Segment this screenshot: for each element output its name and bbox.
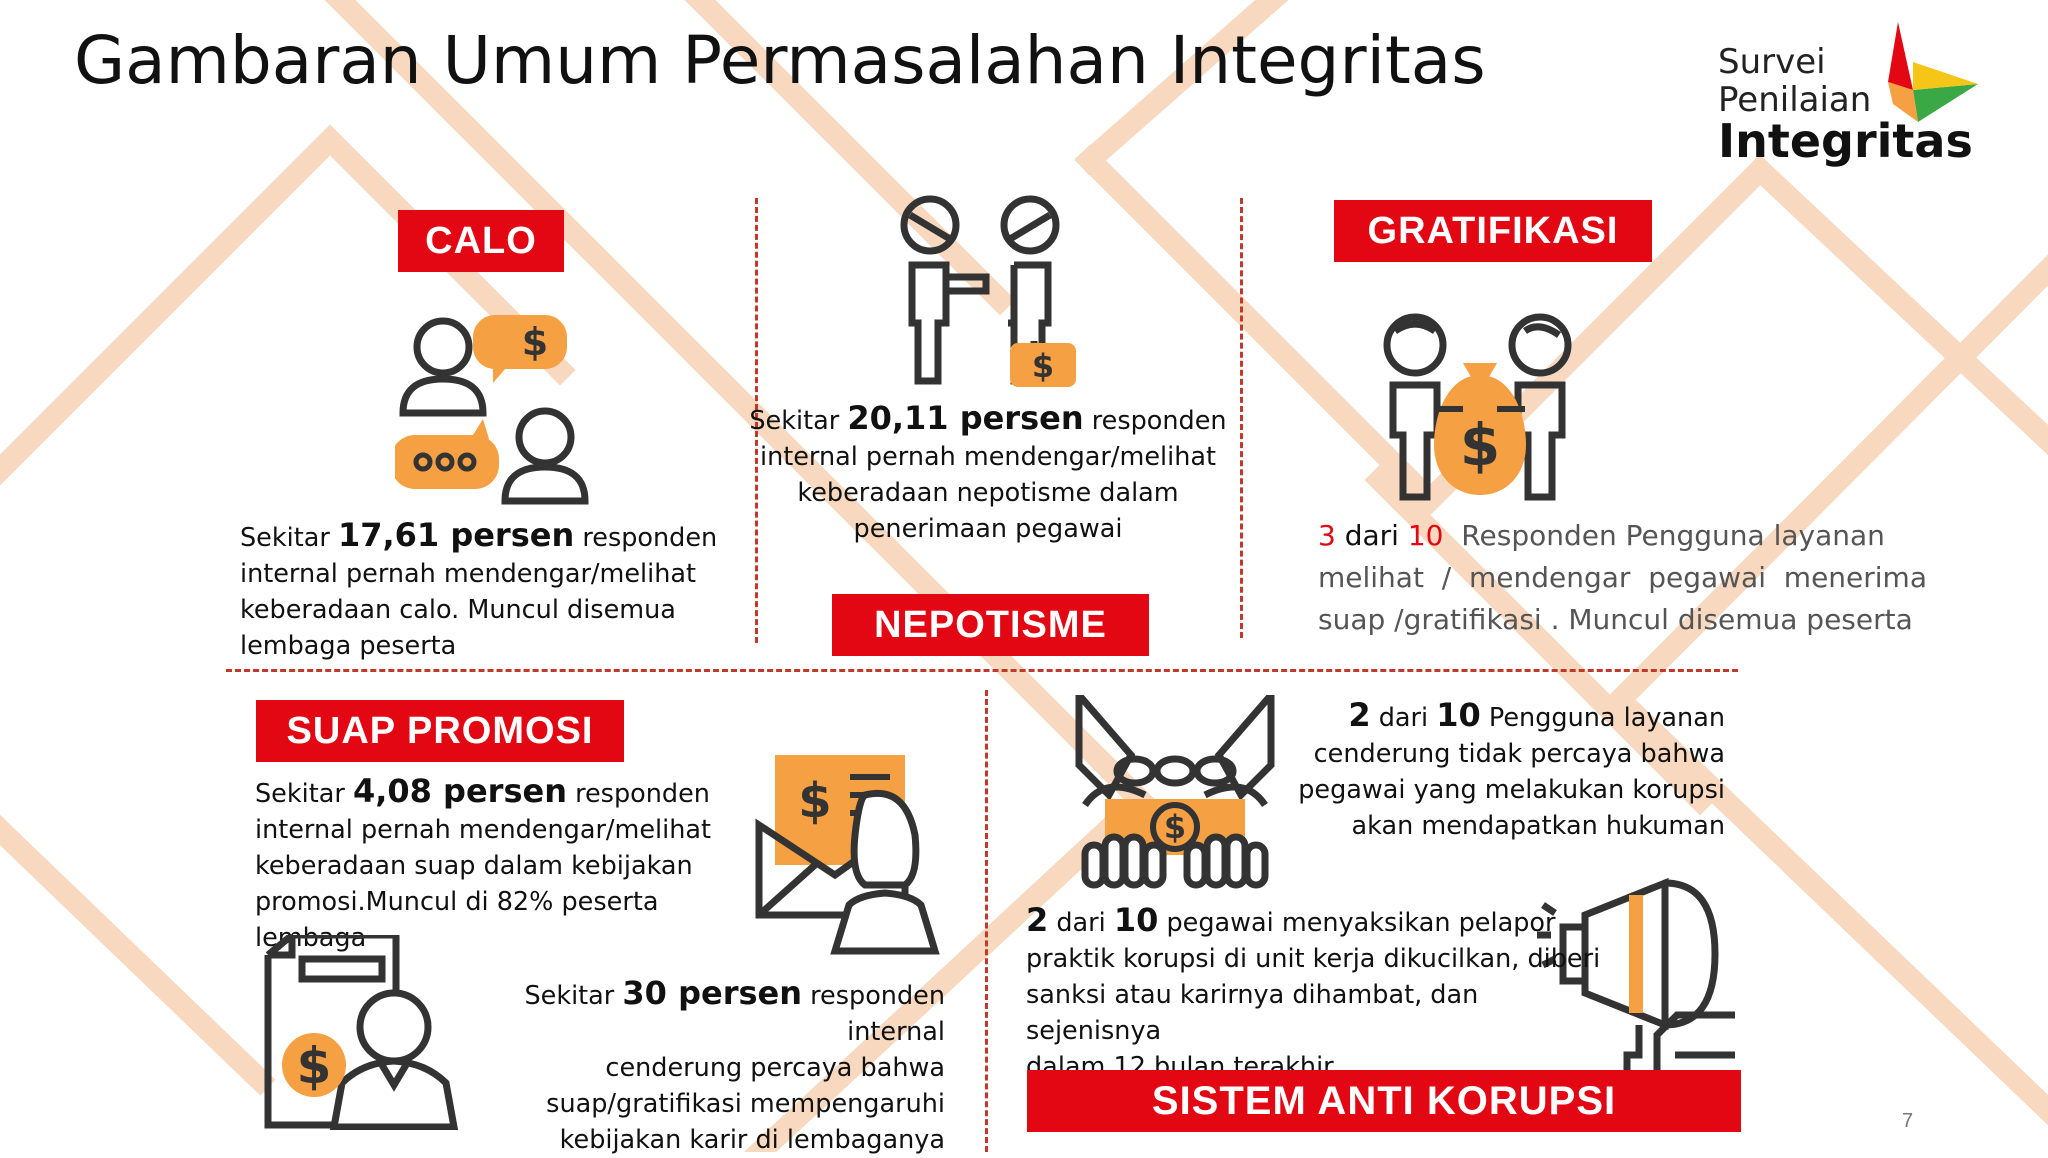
calo-pre: Sekitar <box>240 523 338 553</box>
page-title: Gambaran Umum Permasalahan Integritas <box>74 22 1486 99</box>
hukuman-num2: 10 <box>1436 696 1481 734</box>
suap-karir-line-2: cenderung percaya bahwa <box>605 1053 945 1083</box>
suap-promosi-line-1: Sekitar 4,08 persen responden <box>255 773 775 812</box>
calo-text: Sekitar 17,61 persen responden internal … <box>240 517 720 664</box>
calo-post: responden <box>574 523 718 553</box>
svg-text:$: $ <box>1164 808 1186 846</box>
logo-text-3: Integritas <box>1718 114 1973 168</box>
gratifikasi-num1: 3 <box>1318 519 1336 552</box>
survey-logo: Survei Penilaian Integritas <box>1718 22 1998 172</box>
svg-text:$: $ <box>297 1037 332 1095</box>
nepotisme-value: 20,11 persen <box>847 399 1084 437</box>
hukuman-rest: Pengguna layanan <box>1480 703 1725 733</box>
pelapor-rest: pegawai menyaksikan pelapor <box>1158 908 1556 938</box>
hukuman-line-2: cenderung tidak percaya bahwa <box>1313 739 1725 769</box>
hukuman-num1: 2 <box>1348 696 1371 734</box>
page-number: 7 <box>1902 1110 1914 1132</box>
svg-text:$: $ <box>1032 347 1054 385</box>
suap-promosi-label: SUAP PROMOSI <box>256 700 624 762</box>
calo-line-3: keberadaan calo. Muncul disemua <box>240 595 676 625</box>
calo-line-2: internal pernah mendengar/melihat <box>240 559 697 589</box>
suap-karir-post: responden internal <box>802 981 945 1047</box>
hukuman-text: 2 dari 10 Pengguna layanan cenderung tid… <box>1280 697 1725 844</box>
nepotisme-line-4: penerimaan pegawai <box>853 514 1123 544</box>
calo-line-4: lembaga peserta <box>240 631 457 661</box>
gratifikasi-line-2: melihat / mendengar pegawai menerima <box>1318 561 1927 594</box>
sistem-anti-korupsi-label: SISTEM ANTI KORUPSI <box>1027 1070 1741 1132</box>
pelapor-num2: 10 <box>1113 901 1159 939</box>
hukuman-mid: dari <box>1370 703 1437 733</box>
money-bag-exchange-icon: $ <box>1383 313 1572 501</box>
svg-text:$: $ <box>798 773 831 829</box>
gratifikasi-line-1: 3 dari 10 Responden Pengguna layanan <box>1318 515 1916 557</box>
hukuman-line-3: pegawai yang melakukan korupsi <box>1298 775 1725 805</box>
handshake-money-icon: $ <box>900 195 1076 387</box>
separator-vertical-3 <box>985 690 988 1152</box>
pelapor-num1: 2 <box>1026 901 1049 939</box>
megaphone-icon <box>1537 877 1735 1075</box>
gratifikasi-text: 3 dari 10 Responden Pengguna layanan mel… <box>1318 515 1927 641</box>
gratifikasi-line-3: suap /gratifikasi . Muncul disemua peser… <box>1318 603 1913 636</box>
gratifikasi-mid: dari <box>1335 519 1408 552</box>
hukuman-line-4: akan mendapatkan hukuman <box>1351 811 1725 841</box>
suap-promosi-pre: Sekitar <box>255 779 353 809</box>
calo-label: CALO <box>398 210 564 272</box>
suap-promosi-line-3: keberadaan suap dalam kebijakan <box>255 851 693 881</box>
suap-promosi-line-2: internal pernah mendengar/melihat <box>255 815 712 845</box>
pelapor-mid: dari <box>1048 908 1114 938</box>
suap-karir-value: 30 persen <box>622 974 802 1012</box>
nepotisme-line-2: internal pernah mendengar/melihat <box>759 442 1216 472</box>
logo-mark-icon <box>1888 22 1978 122</box>
gratifikasi-num2: 10 <box>1407 519 1444 552</box>
envelope-woman-icon: $ <box>755 755 940 955</box>
suap-promosi-value: 4,08 persen <box>352 772 567 810</box>
logo-text-1: Survei <box>1718 42 1826 82</box>
nepotisme-line-3: keberadaan nepotisme dalam <box>797 478 1179 508</box>
separator-vertical-1 <box>755 198 758 643</box>
chat-people-icon: $ <box>395 315 589 505</box>
suap-karir-line-3: suap/gratifikasi mempengaruhi <box>546 1089 945 1119</box>
suap-promosi-post: responden <box>566 779 710 809</box>
nepotisme-text: Sekitar 20,11 persen responden internal … <box>746 400 1230 547</box>
hukuman-line-1: 2 dari 10 Pengguna layanan <box>1280 697 1725 736</box>
suap-promosi-text: Sekitar 4,08 persen responden internal p… <box>255 773 775 956</box>
pelapor-line-2: praktik korupsi di unit kerja dikucilkan… <box>1026 944 1601 974</box>
suap-karir-text: Sekitar 30 persen responden internal cen… <box>440 975 945 1158</box>
svg-text:$: $ <box>1460 411 1500 479</box>
suap-karir-line-4: kebijakan karir di lembaganya <box>559 1125 945 1155</box>
nepotisme-post: responden <box>1083 406 1227 436</box>
pelapor-line-1: 2 dari 10 pegawai menyaksikan pelapor <box>1026 902 1621 941</box>
handcuffs-money-icon: $ <box>1075 695 1275 889</box>
nepotisme-pre: Sekitar <box>749 406 848 436</box>
calo-line-1: Sekitar 17,61 persen responden <box>240 517 720 556</box>
pelapor-text: 2 dari 10 pegawai menyaksikan pelapor pr… <box>1026 902 1621 1085</box>
suap-karir-pre: Sekitar <box>524 981 623 1011</box>
gratifikasi-rest: Responden Pengguna layanan <box>1443 519 1885 552</box>
pelapor-line-3: sanksi atau karirnya dihambat, dan sejen… <box>1026 980 1479 1046</box>
gratifikasi-label: GRATIFIKASI <box>1334 200 1652 262</box>
nepotisme-label: NEPOTISME <box>832 594 1149 656</box>
calo-value: 17,61 persen <box>337 516 575 554</box>
separator-horizontal <box>226 669 1738 672</box>
document-man-icon: $ <box>264 935 459 1130</box>
suap-karir-line-1: Sekitar 30 persen responden internal <box>440 975 945 1050</box>
separator-vertical-2 <box>1240 198 1243 638</box>
svg-text:$: $ <box>522 320 548 364</box>
logo-text-2: Penilaian <box>1718 80 1872 120</box>
nepotisme-line-1: Sekitar 20,11 persen responden <box>746 400 1230 439</box>
